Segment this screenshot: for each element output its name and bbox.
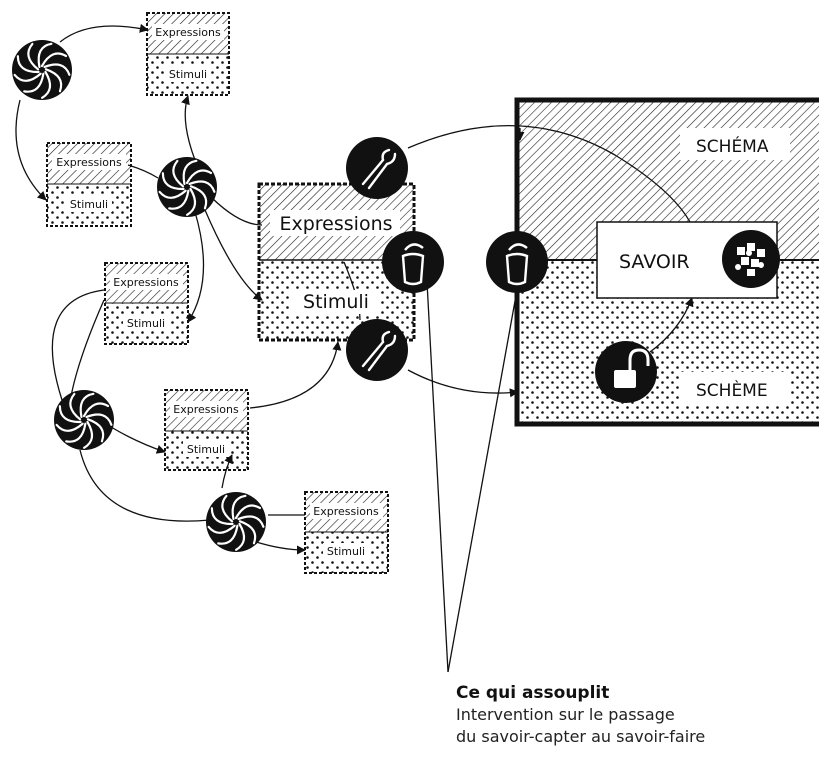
main-stimuli-label: Stimuli — [303, 291, 369, 313]
left1-expressions-label: Expressions — [56, 156, 122, 169]
padlock-open-icon — [595, 341, 657, 403]
box-bottom: Expressions Stimuli — [304, 491, 389, 574]
top-stimuli-label: Stimuli — [169, 68, 207, 81]
caption: Ce qui assouplit Intervention sur le pas… — [456, 682, 816, 748]
swirl-icon — [52, 388, 116, 452]
caption-title: Ce qui assouplit — [456, 683, 610, 703]
left2-stimuli-label: Stimuli — [127, 317, 165, 330]
schema-scheme-panel: SCHÉMA SCHÈME SAVOIR — [514, 97, 819, 427]
scheme-label: SCHÈME — [696, 379, 768, 401]
box-top: Expressions Stimuli — [146, 12, 230, 96]
puzzle-icon — [722, 230, 780, 288]
swirl-icon — [204, 490, 268, 554]
cup-icon — [484, 229, 550, 295]
bottom-expressions-label: Expressions — [313, 505, 379, 518]
pliers-icon — [344, 135, 410, 201]
top-expressions-label: Expressions — [155, 26, 221, 39]
swirl-icon — [10, 38, 74, 102]
mid-expressions-label: Expressions — [173, 403, 239, 416]
box-mid: Expressions Stimuli — [164, 389, 249, 471]
schema-label: SCHÉMA — [696, 135, 769, 157]
left1-stimuli-label: Stimuli — [70, 198, 108, 211]
cup-icon — [380, 229, 446, 295]
caption-line-2: du savoir-capter au savoir-faire — [456, 727, 706, 746]
pliers-icon — [344, 317, 410, 383]
main-expressions-label: Expressions — [279, 213, 392, 235]
box-left2: Expressions Stimuli — [104, 262, 189, 345]
box-left1: Expressions Stimuli — [46, 142, 132, 227]
swirl-icon — [155, 155, 219, 219]
caption-line-1: Intervention sur le passage — [456, 705, 675, 724]
savoir-label: SAVOIR — [619, 251, 690, 273]
bottom-stimuli-label: Stimuli — [327, 545, 365, 558]
mid-stimuli-label: Stimuli — [187, 443, 225, 456]
left2-expressions-label: Expressions — [113, 276, 179, 289]
